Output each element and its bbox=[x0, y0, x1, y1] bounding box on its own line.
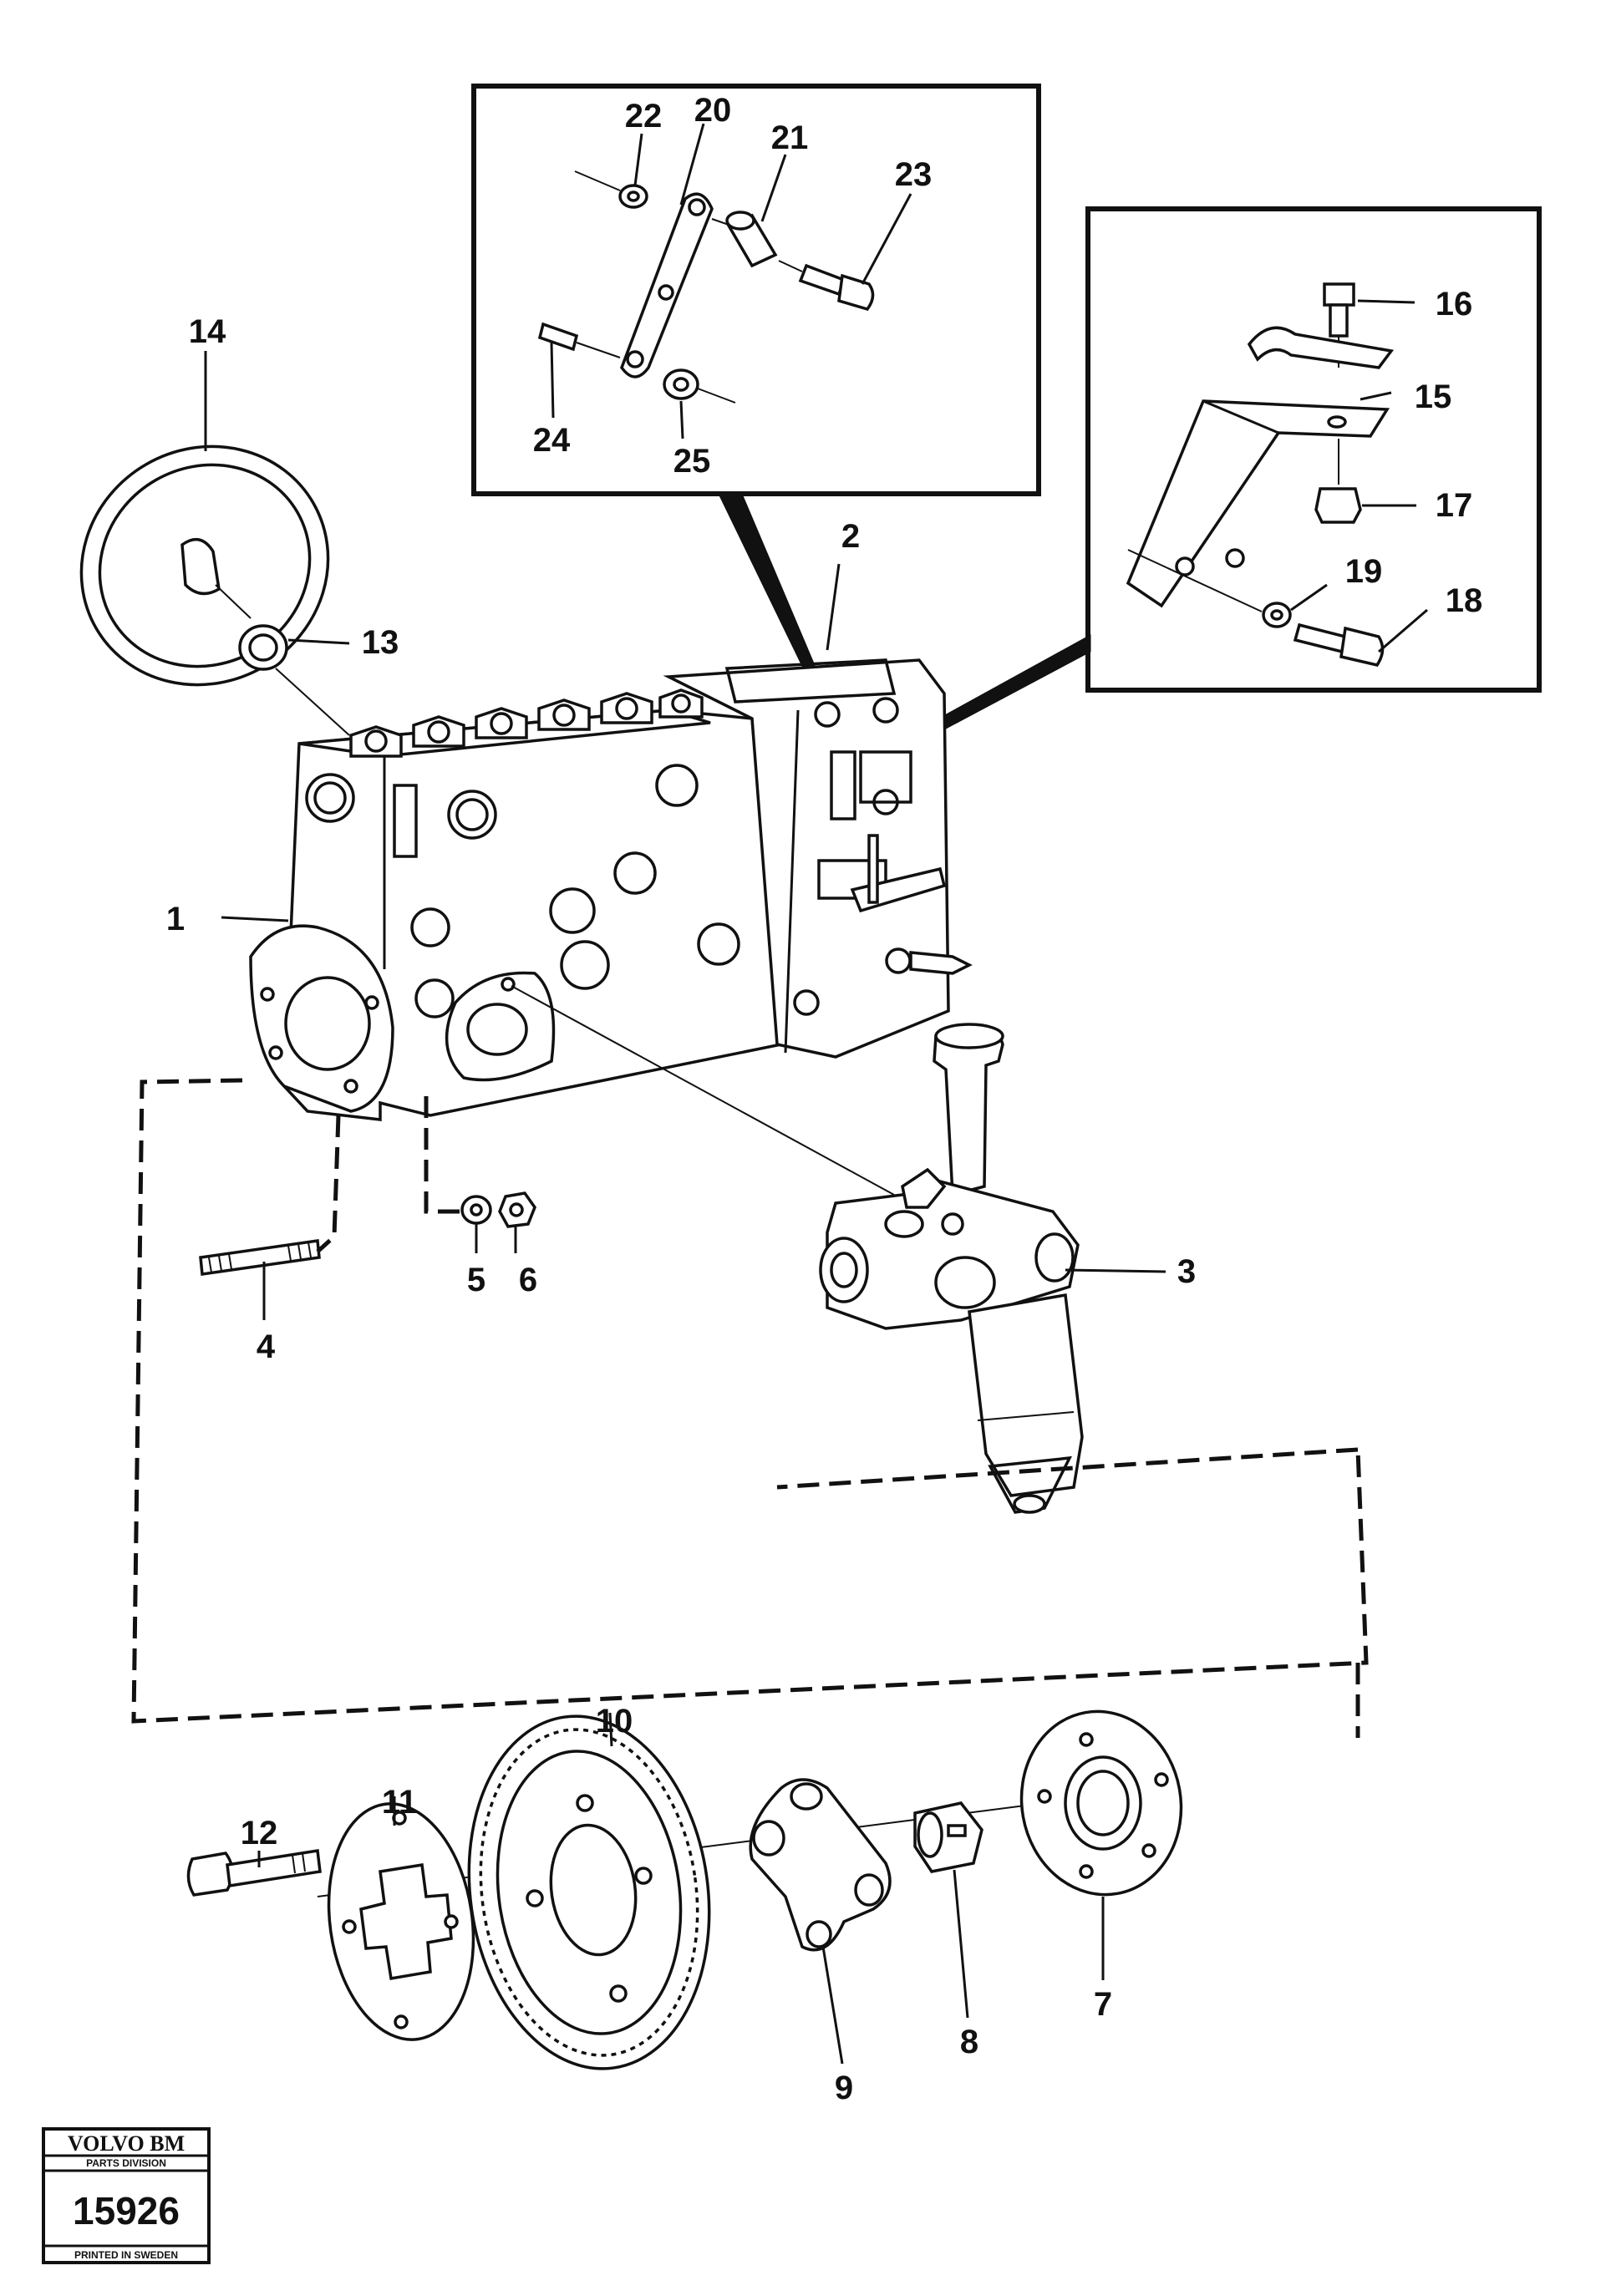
callout-25: 25 bbox=[673, 443, 711, 480]
callout-7: 7 bbox=[1094, 1986, 1112, 2023]
part-12-bolt bbox=[186, 1848, 322, 1897]
callout-labels: 1 2 3 4 5 6 7 8 9 10 11 12 13 14 15 16 1… bbox=[166, 92, 1482, 2106]
callout-19: 19 bbox=[1345, 553, 1383, 590]
callout-15: 15 bbox=[1415, 378, 1452, 415]
callout-14: 14 bbox=[189, 313, 226, 350]
part-11-lock-plate bbox=[327, 1802, 475, 2041]
part-9-coupling-disc bbox=[749, 1778, 892, 1952]
badge-division: PARTS DIVISION bbox=[86, 2157, 166, 2169]
part-7-hub-flange bbox=[1019, 1709, 1183, 1897]
volvo-bm-badge: VOLVO BM PARTS DIVISION 15926 PRINTED IN… bbox=[42, 2127, 211, 2264]
callout-20: 20 bbox=[694, 92, 732, 129]
part-3-feed-pump bbox=[819, 1023, 1084, 1514]
callout-4: 4 bbox=[257, 1328, 276, 1365]
part-22-washer bbox=[574, 170, 648, 209]
part-10-drive-gear bbox=[467, 1714, 711, 2070]
callout-16: 16 bbox=[1436, 286, 1473, 323]
callout-22: 22 bbox=[625, 98, 663, 135]
part-21-spacer bbox=[725, 211, 803, 272]
badge-number: 15926 bbox=[73, 2189, 180, 2233]
callout-9: 9 bbox=[835, 2070, 853, 2106]
part-5-washer bbox=[460, 1195, 492, 1225]
assembly-dashed-lines bbox=[131, 1078, 1369, 1738]
part-clamp bbox=[1247, 326, 1395, 369]
callout-2: 2 bbox=[841, 518, 860, 555]
part-17-nut bbox=[1314, 439, 1362, 524]
part-24-stud bbox=[537, 322, 621, 358]
part-13-sealing-ring bbox=[238, 624, 350, 736]
part-15-bracket bbox=[1126, 399, 1390, 608]
badge-brand: VOLVO BM bbox=[68, 2131, 185, 2156]
callout-8: 8 bbox=[960, 2024, 978, 2060]
detail-box-lever-assembly bbox=[471, 84, 1041, 688]
part-18-screw bbox=[1293, 622, 1385, 667]
leader-lines bbox=[204, 123, 1428, 2065]
callout-24: 24 bbox=[533, 422, 571, 459]
callout-23: 23 bbox=[895, 156, 933, 193]
callout-5: 5 bbox=[467, 1262, 485, 1298]
part-25-nut bbox=[663, 368, 736, 404]
callout-3: 3 bbox=[1177, 1253, 1196, 1290]
callout-13: 13 bbox=[362, 624, 399, 661]
callout-21: 21 bbox=[771, 119, 809, 156]
callout-18: 18 bbox=[1446, 582, 1483, 619]
part-2-governor-housing bbox=[663, 658, 973, 1059]
part-6-nut bbox=[498, 1191, 536, 1228]
callout-17: 17 bbox=[1436, 487, 1473, 524]
detail-box-bracket-assembly bbox=[941, 206, 1542, 729]
callout-11: 11 bbox=[382, 1784, 417, 1821]
callout-12: 12 bbox=[241, 1815, 278, 1852]
part-4-stud bbox=[199, 1239, 321, 1276]
part-1-injection-pump bbox=[249, 658, 973, 1196]
badge-printed: PRINTED IN SWEDEN bbox=[74, 2249, 178, 2261]
part-8-coupling-sleeve bbox=[913, 1801, 983, 1873]
callout-1: 1 bbox=[166, 901, 185, 937]
delivery-valves-row bbox=[349, 688, 704, 758]
callout-6: 6 bbox=[519, 1262, 537, 1298]
part-19-washer bbox=[1127, 549, 1292, 628]
part-23-screw bbox=[798, 263, 875, 312]
callout-10: 10 bbox=[596, 1703, 633, 1740]
